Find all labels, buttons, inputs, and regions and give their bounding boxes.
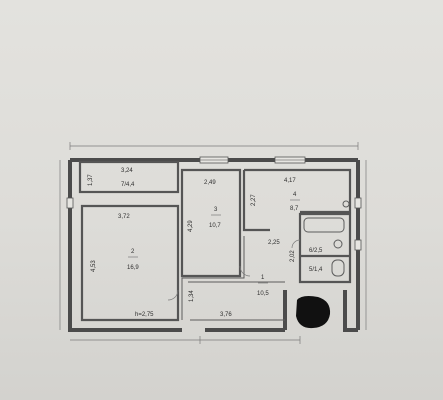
hall-number: 1 xyxy=(261,275,265,281)
room3-number: 3 xyxy=(214,207,218,213)
bath-fixtures xyxy=(303,200,350,277)
loggia-area: 7/4,4 xyxy=(121,182,135,188)
hall-width: 2,25 xyxy=(268,240,280,246)
room3-length: 4,29 xyxy=(188,220,194,232)
dimension-lines xyxy=(59,142,367,344)
room4-area: 8,7 xyxy=(290,206,299,212)
hall-small: 1,34 xyxy=(189,290,195,302)
loggia-width: 3,24 xyxy=(121,168,133,174)
room3-area: 10,7 xyxy=(209,223,221,229)
loggia-depth: 1,37 xyxy=(88,174,94,186)
room2-width: 3,72 xyxy=(118,214,130,220)
room2-number: 2 xyxy=(131,249,135,255)
redaction-blob xyxy=(296,296,331,329)
wc-area: 5/1,4 xyxy=(309,267,323,273)
door-swings xyxy=(167,239,301,301)
room4-width: 4,17 xyxy=(284,178,296,184)
room2-ceiling: h=2,75 xyxy=(135,312,154,318)
labels: 3,24 7/4,4 1,37 3,72 2 16,9 4,53 h=2,75 … xyxy=(88,168,323,318)
interior-walls xyxy=(78,160,352,322)
hall-side: 2,02 xyxy=(290,250,296,262)
room2-area: 16,9 xyxy=(127,265,139,271)
hall-length: 3,76 xyxy=(220,312,232,318)
bath-area: 6/2,5 xyxy=(309,248,323,254)
room3-width: 2,49 xyxy=(204,180,216,186)
windows xyxy=(66,156,362,251)
room4-length: 2,27 xyxy=(251,194,257,206)
room2-length: 4,53 xyxy=(91,260,97,272)
room4-number: 4 xyxy=(293,192,297,198)
hall-area: 10,5 xyxy=(257,291,269,297)
